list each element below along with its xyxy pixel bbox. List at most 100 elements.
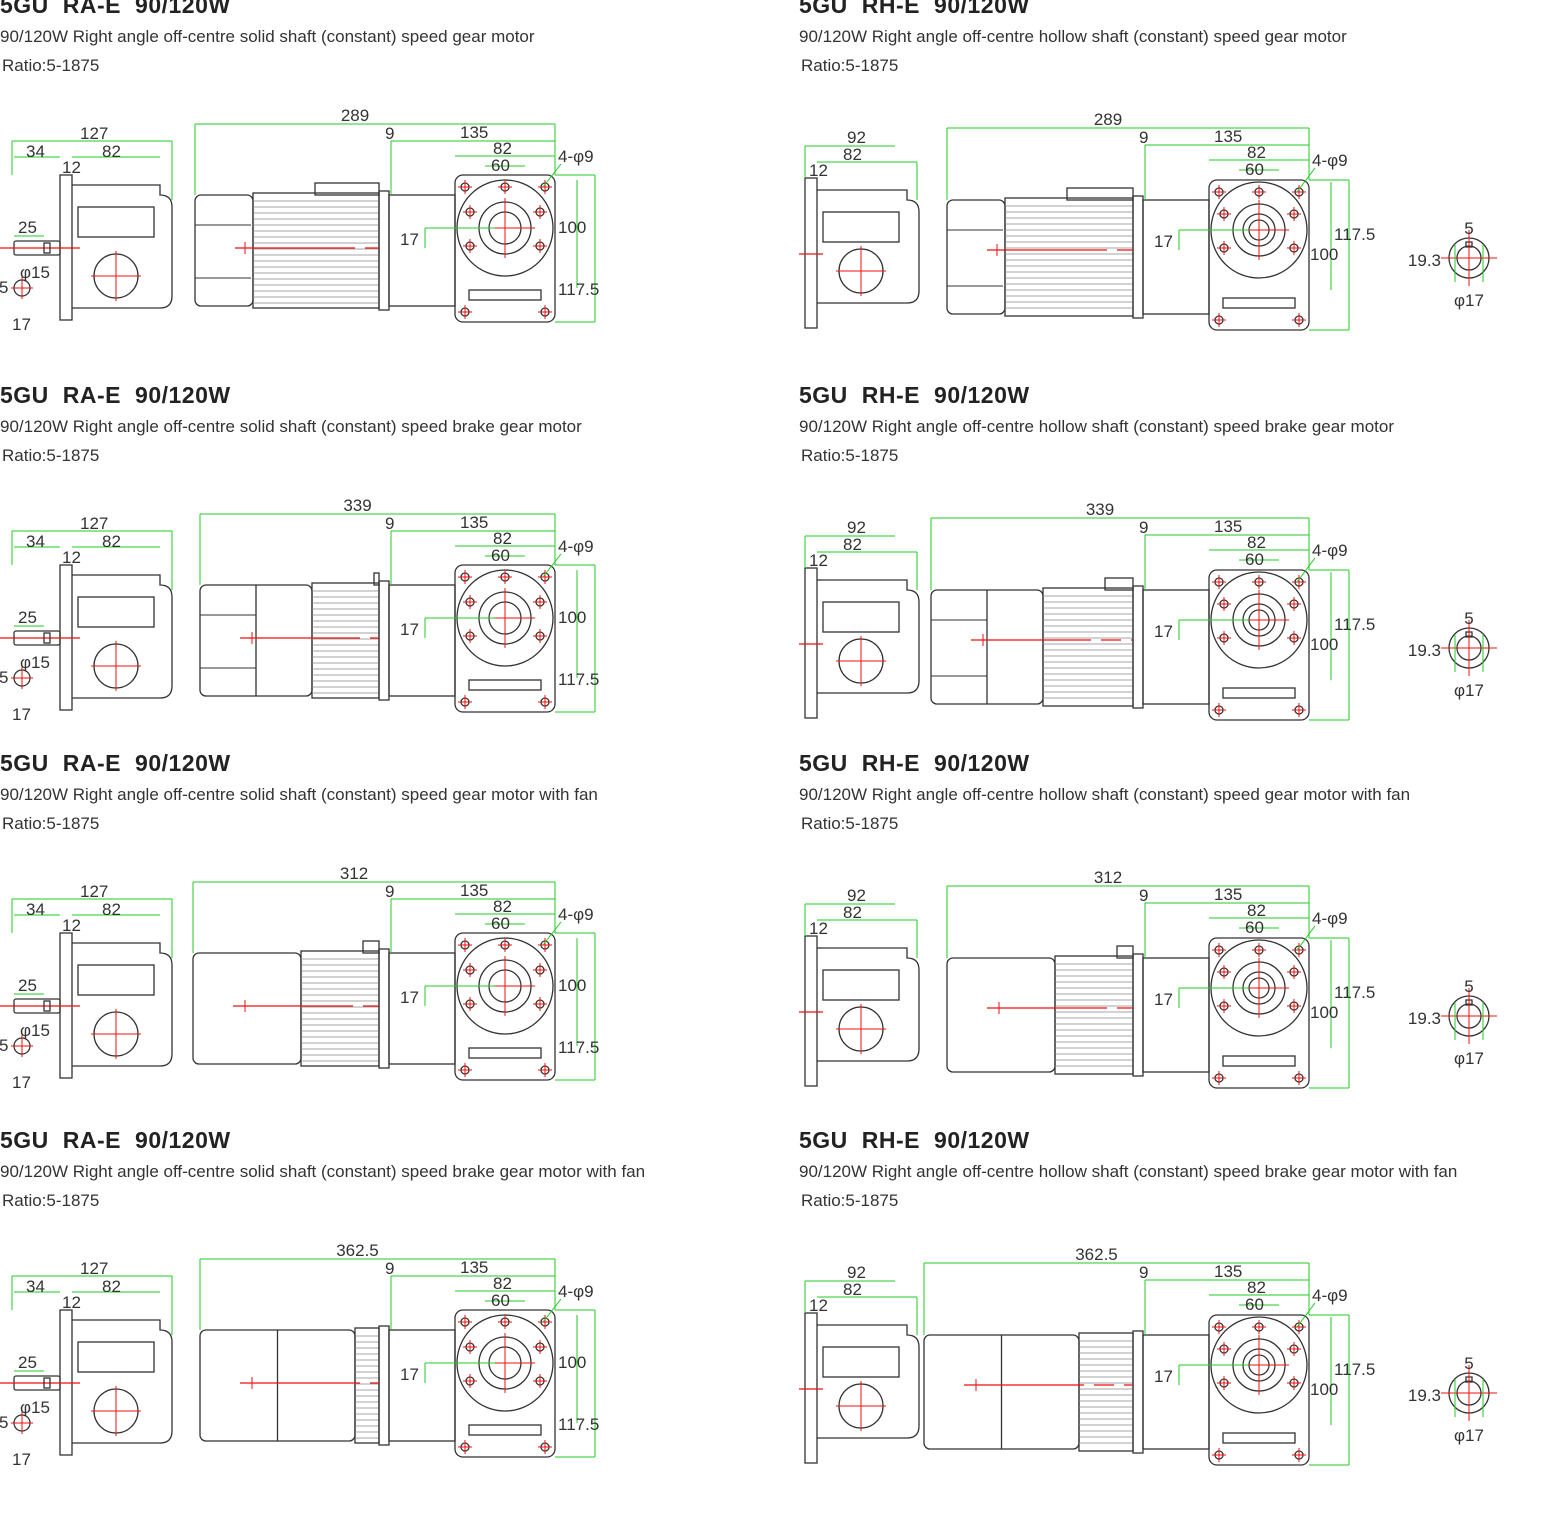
mounting-hole — [538, 1315, 552, 1329]
pcd-hole — [463, 1374, 477, 1388]
motor-body — [930, 577, 1210, 709]
model-power: 90/120W — [934, 382, 1030, 408]
nameplate — [77, 964, 155, 996]
dim-side-82-label: 82 — [102, 142, 121, 161]
side-output-boss — [91, 1009, 141, 1059]
mounting-hole — [538, 938, 552, 952]
motor-body — [194, 182, 456, 311]
mounting-hole — [1212, 703, 1226, 717]
motor-flange — [378, 1325, 390, 1446]
top-pcd-hole — [498, 180, 512, 194]
dim-hole-leader — [1296, 557, 1316, 583]
motor-body — [946, 187, 1210, 319]
ratio-range: Ratio:5-1875 — [2, 814, 100, 833]
dim-pcd-60-label: 60 — [1245, 550, 1264, 569]
dim-output-label: 17 — [1154, 622, 1173, 641]
gearbox-front-view — [1208, 569, 1310, 721]
pcd-hole — [533, 629, 547, 643]
side-view — [799, 935, 920, 1087]
ratio-range: Ratio:5-1875 — [2, 1191, 100, 1210]
terminal-box — [1066, 187, 1134, 201]
pcd-hole — [1217, 1342, 1231, 1356]
nameplate — [822, 969, 900, 1001]
model-description: 90/120W Right angle off-centre solid sha… — [0, 27, 535, 46]
dim-side-82-label: 82 — [843, 1280, 862, 1299]
side-gear-housing — [817, 1324, 920, 1439]
side-output-boss — [836, 246, 886, 296]
gearbox-front-view — [454, 1309, 556, 1458]
mounting-hole — [1292, 703, 1306, 717]
model-name: RA-E — [62, 0, 122, 18]
dim-h117-label: 117.5 — [1334, 225, 1375, 244]
terminal-box — [1104, 577, 1134, 591]
model-code: 5GU — [0, 750, 49, 776]
dim-h117-label: 117.5 — [558, 1038, 599, 1057]
gearbox-front-view — [454, 564, 556, 713]
pcd-hole — [533, 595, 547, 609]
dim-shaft-len-label: 25 — [18, 1353, 37, 1372]
mounting-hole — [458, 180, 472, 194]
dim-side-82-label: 82 — [102, 532, 121, 551]
dim-hole-leader — [1296, 1302, 1316, 1328]
nameplate — [77, 206, 155, 238]
mounting-hole — [538, 180, 552, 194]
dim-side-92-label: 92 — [847, 886, 866, 905]
dim-h100-label: 100 — [558, 608, 586, 627]
dim-hole-leader — [1296, 167, 1316, 193]
dim-gear-width-label: 135 — [1214, 885, 1242, 904]
gearbox-housing — [1208, 179, 1310, 331]
dim-side-34-label: 34 — [26, 142, 45, 161]
model-power: 90/120W — [135, 1127, 231, 1153]
dim-pcd-60-label: 60 — [1245, 1295, 1264, 1314]
dim-h117-label: 117.5 — [558, 280, 599, 299]
motor-body — [946, 945, 1210, 1077]
shaft-collar — [43, 1377, 51, 1389]
dim-hole-leader — [542, 163, 562, 188]
pcd-hole — [533, 239, 547, 253]
dim-side-34-label: 34 — [26, 532, 45, 551]
dim-shaft-len-label: 25 — [18, 976, 37, 995]
side-view — [0, 932, 173, 1079]
dim-gear-width-label: 135 — [1214, 1262, 1242, 1281]
pcd-hole — [1217, 207, 1231, 221]
gearbox-housing — [454, 564, 556, 713]
motor-fin-body — [1004, 197, 1134, 317]
nameplate — [822, 211, 900, 243]
model-description: 90/120W Right angle off-centre solid sha… — [0, 785, 598, 804]
side-view — [799, 1312, 920, 1464]
pcd-hole — [533, 1374, 547, 1388]
gearbox-label-slot — [1222, 1055, 1296, 1067]
shaft-section — [11, 1412, 33, 1434]
dim-gear-width-label: 135 — [460, 881, 488, 900]
pcd-hole — [1217, 999, 1231, 1013]
model-code: 5GU — [0, 382, 49, 408]
dim-gear-width-label: 135 — [460, 513, 488, 532]
side-output-boss — [91, 641, 141, 691]
model-name: RH-E — [861, 750, 921, 776]
mounting-hole — [458, 1063, 472, 1077]
gearbox-adapter — [1142, 199, 1210, 315]
side-view — [0, 174, 173, 321]
model-name: RH-E — [861, 0, 921, 18]
gearbox-label-slot — [1222, 687, 1296, 699]
side-view — [799, 567, 920, 719]
bore-dia-label: φ17 — [1454, 681, 1484, 700]
dim-shaft-len-label: 25 — [18, 218, 37, 237]
model-name: RA-E — [62, 382, 122, 408]
dim-motor-width-label: 9 — [1139, 1263, 1148, 1282]
dim-side-92-label: 92 — [847, 1263, 866, 1282]
gearbox-housing — [1208, 937, 1310, 1089]
dim-hole-callout: 4-φ9 — [1312, 151, 1348, 170]
dim-hole-leader — [542, 1298, 562, 1323]
gearbox-adapter — [388, 1329, 456, 1442]
